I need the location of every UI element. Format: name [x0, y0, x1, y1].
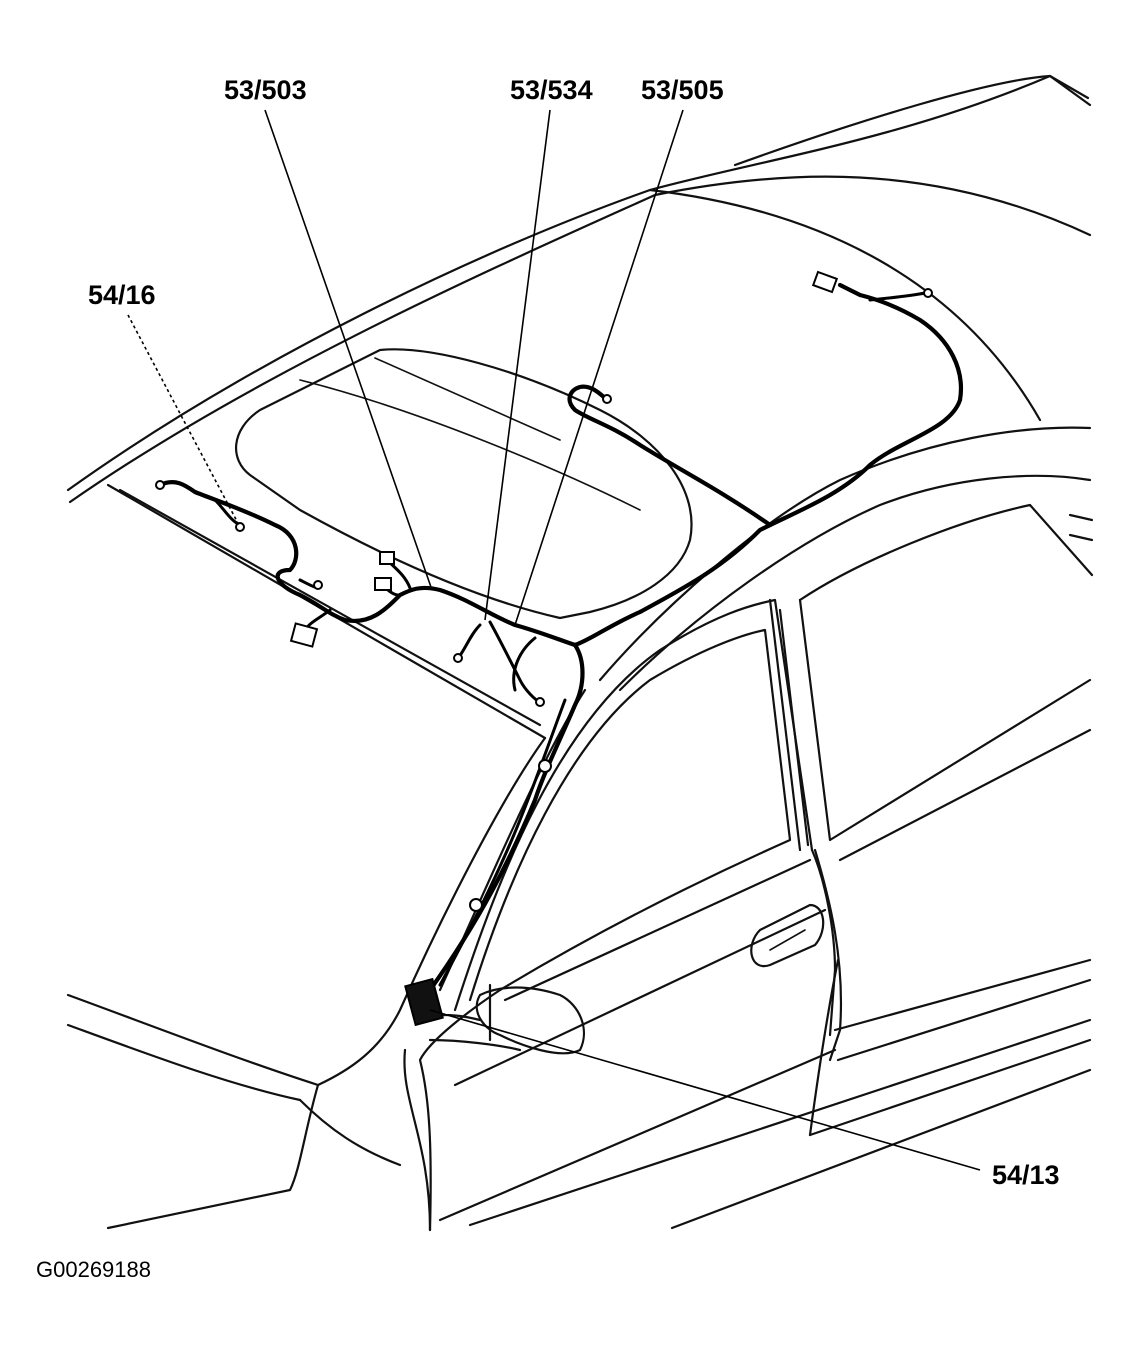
connector	[379, 551, 395, 565]
leader-c1	[264, 109, 433, 591]
leader-c5	[429, 1009, 981, 1171]
leader-lines	[127, 109, 981, 1171]
connector	[923, 288, 933, 298]
connector	[811, 270, 839, 294]
roof-outline	[66, 74, 1092, 740]
leader-c2	[484, 109, 551, 621]
hood-outline	[66, 993, 402, 1230]
connector	[602, 394, 612, 404]
connector	[155, 480, 165, 490]
side-mirror	[418, 986, 585, 1055]
sunroof-panel	[235, 348, 693, 620]
leader-c4	[127, 314, 241, 528]
connector	[289, 622, 319, 648]
lower-body-lines	[468, 1018, 1092, 1230]
clip	[538, 759, 552, 773]
connector	[235, 522, 245, 532]
connector	[453, 653, 463, 663]
rear-door	[768, 503, 1094, 1137]
callout-54-16: 54/16	[88, 280, 156, 310]
callout-53-534: 53/534	[510, 75, 593, 105]
clip	[469, 898, 483, 912]
connector	[313, 580, 323, 590]
connector	[535, 697, 545, 707]
callout-54-13: 54/13	[992, 1160, 1060, 1190]
leader-c3	[514, 109, 684, 626]
callout-53-505: 53/505	[641, 75, 724, 105]
harness-connectors	[155, 270, 933, 1027]
connector	[374, 577, 392, 591]
front-door	[403, 598, 837, 1232]
figure-id: G00269188	[36, 1257, 151, 1282]
roof-wiring-harness	[157, 282, 963, 993]
callout-53-503: 53/503	[224, 75, 307, 105]
ground-block	[404, 977, 444, 1027]
